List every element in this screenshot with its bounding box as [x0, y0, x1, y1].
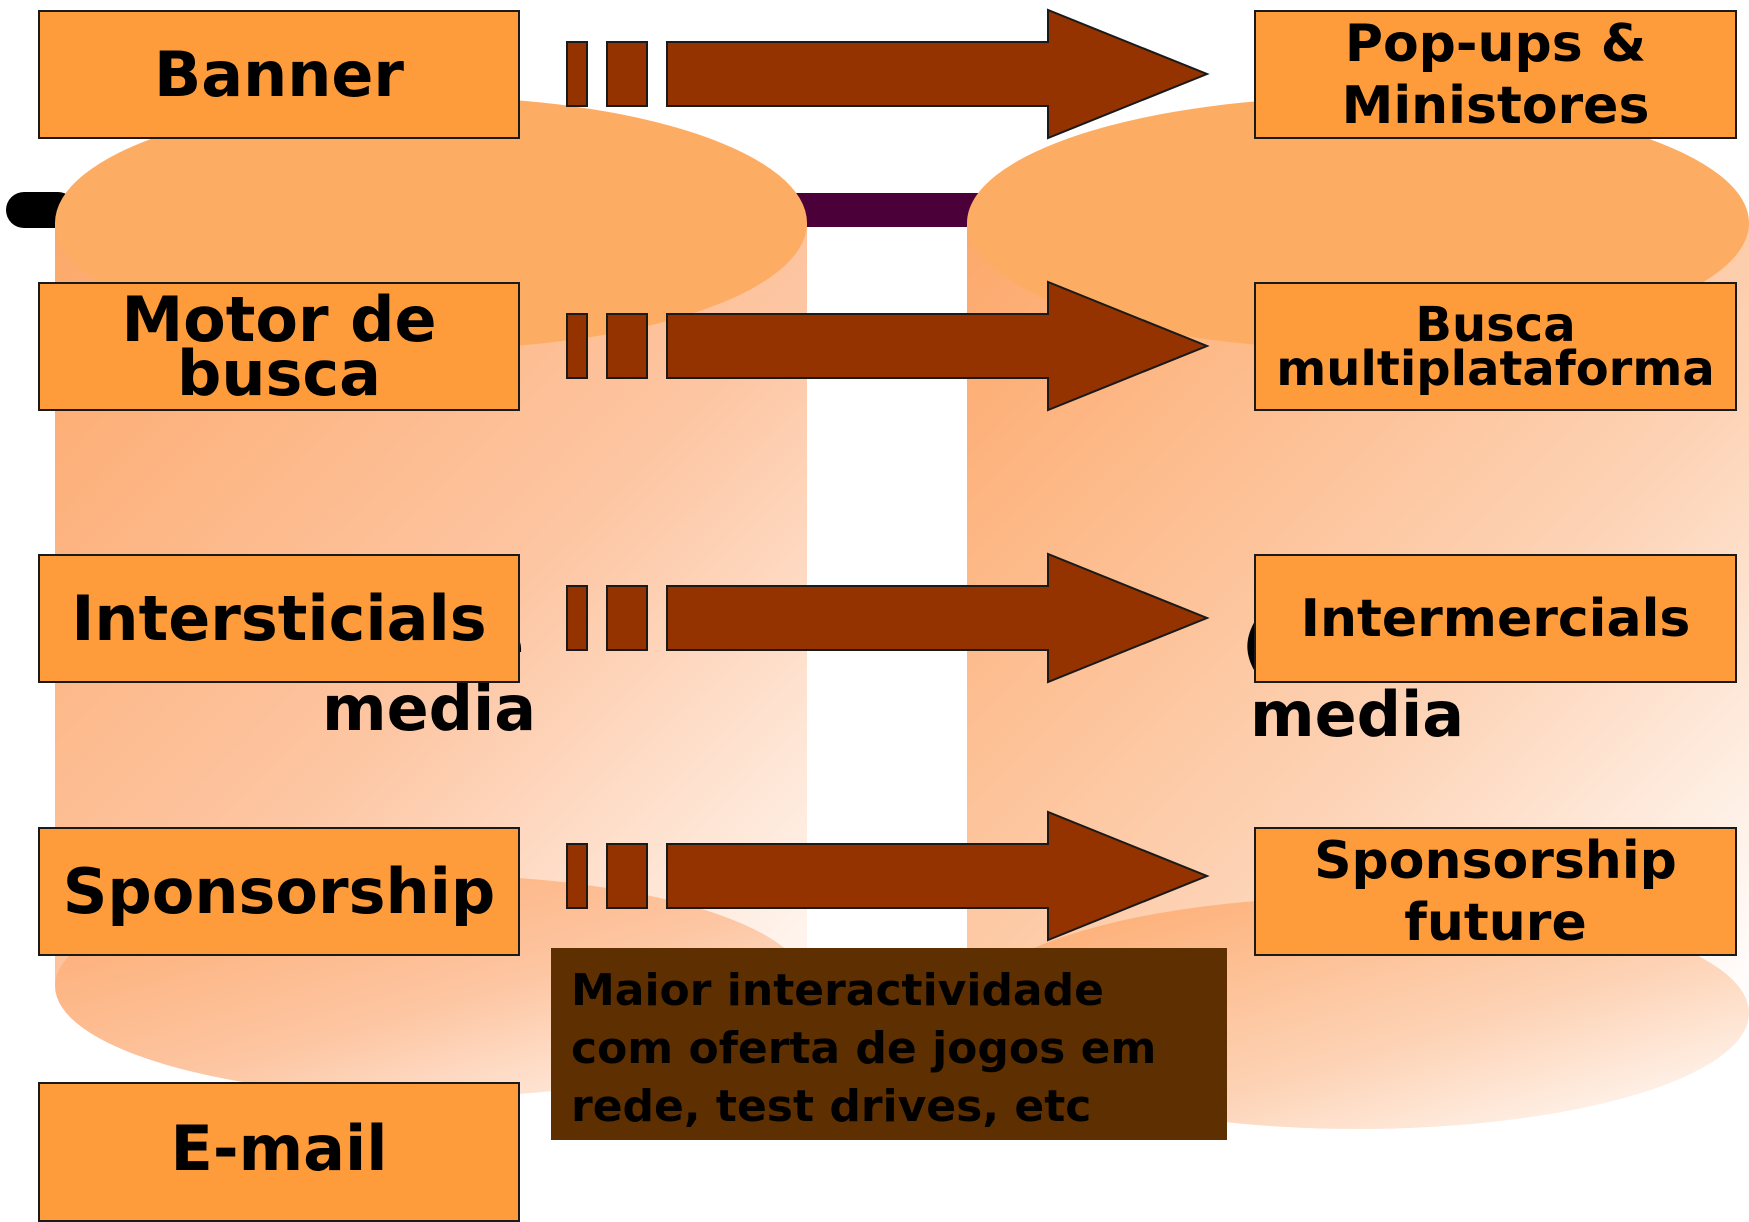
left-item-banner: Banner — [38, 10, 520, 139]
arrow-tail-segment — [606, 41, 648, 107]
left-item-motor-de-busca: Motor de busca — [38, 282, 520, 411]
arrow-tail-segment — [566, 585, 588, 651]
arrow-tail-segment — [606, 843, 648, 909]
arrow-intersticials — [566, 552, 1210, 684]
left-cylinder-label: media — [322, 672, 537, 745]
arrow-tail-segment — [566, 41, 588, 107]
left-item-sponsorship: Sponsorship — [38, 827, 520, 956]
right-item-label: Intermercials — [1300, 588, 1691, 649]
right-cylinder-label: media — [1250, 678, 1465, 751]
left-item-label: Banner — [154, 37, 404, 111]
arrow-tail-segment — [566, 313, 588, 379]
left-item-label: Motor de busca — [121, 282, 437, 410]
arrow-head — [666, 810, 1210, 942]
right-item-sponsorship-future: Sponsorship future — [1254, 827, 1737, 956]
left-item-intersticials: Intersticials — [38, 554, 520, 683]
arrow-head — [666, 280, 1210, 412]
right-item-intermercials: Intermercials — [1254, 554, 1737, 683]
arrow-sponsorship — [566, 810, 1210, 942]
right-item-busca-multiplataforma: Busca multiplataforma — [1254, 282, 1737, 411]
left-item-label: Intersticials — [71, 581, 487, 655]
arrow-motor-de-busca — [566, 280, 1210, 412]
right-item-label: Busca multiplataforma — [1276, 296, 1715, 397]
arrow-tail-segment — [566, 843, 588, 909]
left-item-label: Sponsorship — [62, 854, 496, 928]
arrow-banner — [566, 8, 1210, 140]
right-item-label: Sponsorship future — [1314, 830, 1677, 953]
arrow-tail-segment — [606, 313, 648, 379]
left-item-e-mail: E-mail — [38, 1082, 520, 1222]
connector-line — [6, 192, 990, 228]
arrow-head — [666, 8, 1210, 140]
arrows — [566, 8, 1210, 942]
note-background — [551, 948, 1227, 1140]
left-item-label: E-mail — [170, 1112, 388, 1185]
note-text: Maior interactividade com oferta de jogo… — [571, 965, 1157, 1132]
arrow-tail-segment — [606, 585, 648, 651]
right-item-pop-ups-ministores: Pop-ups & Ministores — [1254, 10, 1737, 139]
arrow-head — [666, 552, 1210, 684]
right-item-label: Pop-ups & Ministores — [1341, 13, 1650, 136]
